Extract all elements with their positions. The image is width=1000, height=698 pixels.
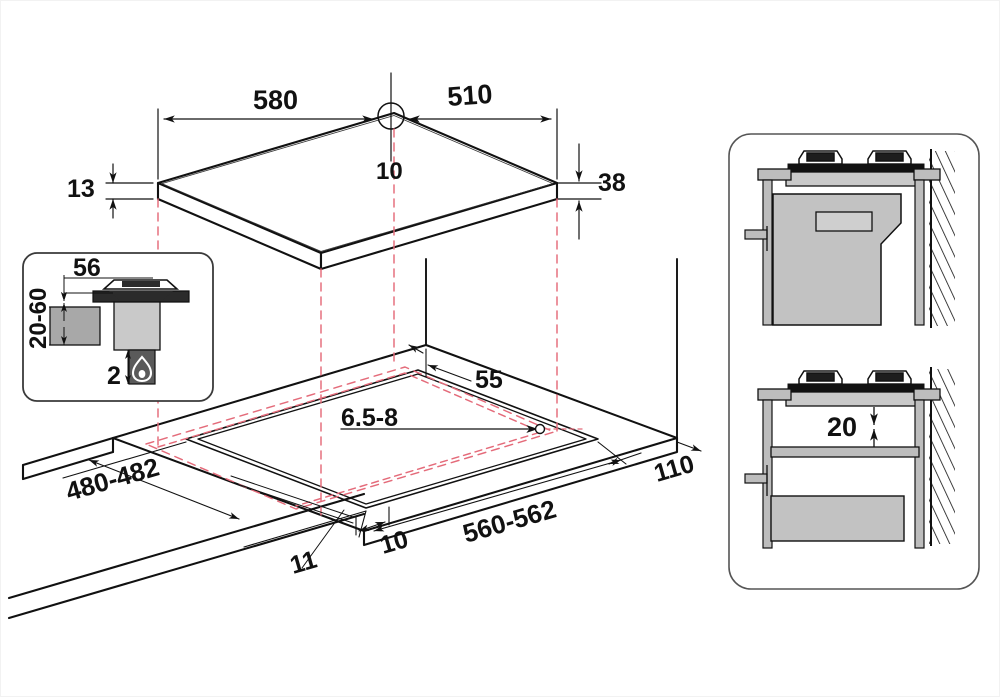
side-view-shelf-below-hob bbox=[744, 367, 955, 549]
dim-110 bbox=[608, 441, 702, 465]
dim-580 bbox=[157, 108, 374, 180]
label-front-offset-left: 11 bbox=[287, 546, 320, 580]
label-gas-inlet: 2 bbox=[107, 362, 121, 390]
inset-detail-box bbox=[22, 252, 214, 402]
label-burner-width: 56 bbox=[73, 254, 101, 282]
label-cutout-depth: 480-482 bbox=[62, 452, 162, 507]
shelf-board bbox=[770, 446, 920, 458]
label-cutout-width: 560-562 bbox=[459, 494, 559, 549]
side-view-oven-below-hob bbox=[744, 149, 955, 328]
flame-icon bbox=[131, 355, 153, 383]
label-shelf-gap: 20 bbox=[827, 412, 857, 442]
label-front-offset-right: 10 bbox=[377, 525, 411, 560]
worktop-lower-edge-lines bbox=[7, 492, 366, 620]
lower-cabinet bbox=[770, 495, 905, 542]
worktop-front-edge bbox=[21, 436, 115, 481]
back-wall-lines bbox=[425, 258, 678, 439]
dim-11 bbox=[230, 475, 354, 569]
bracket-left-view1 bbox=[757, 168, 792, 181]
worktop-cutout-outer bbox=[185, 369, 599, 509]
label-hob-depth: 510 bbox=[446, 79, 493, 112]
dim-20-60 bbox=[49, 280, 113, 346]
bracket-right-view2 bbox=[913, 388, 941, 401]
dim-55 bbox=[408, 344, 472, 382]
label-hob-width: 580 bbox=[253, 85, 298, 115]
label-body-height: 38 bbox=[598, 169, 626, 197]
label-side-clearance: 110 bbox=[651, 450, 697, 488]
worktop-cutout-inner bbox=[197, 373, 587, 505]
dim-480-482 bbox=[62, 441, 367, 548]
bracket-right-view1 bbox=[913, 168, 941, 181]
dim-10-bottom bbox=[355, 506, 390, 536]
label-center-mark: 10 bbox=[376, 158, 403, 185]
dim-38 bbox=[556, 143, 602, 240]
label-clip-range: 20-60 bbox=[25, 288, 52, 349]
label-rear-offset: 55 bbox=[475, 366, 503, 394]
dim-510 bbox=[408, 108, 558, 180]
oven-handle bbox=[815, 211, 873, 232]
label-glass-edge-left: 13 bbox=[67, 175, 95, 203]
dim-13 bbox=[105, 163, 154, 219]
hob-grates-view1 bbox=[798, 150, 912, 165]
bracket-left-view2 bbox=[757, 388, 792, 401]
burner-profile bbox=[49, 279, 190, 385]
dim-6p5-8 bbox=[340, 423, 587, 435]
label-worktop-thickness: 6.5-8 bbox=[341, 404, 398, 432]
